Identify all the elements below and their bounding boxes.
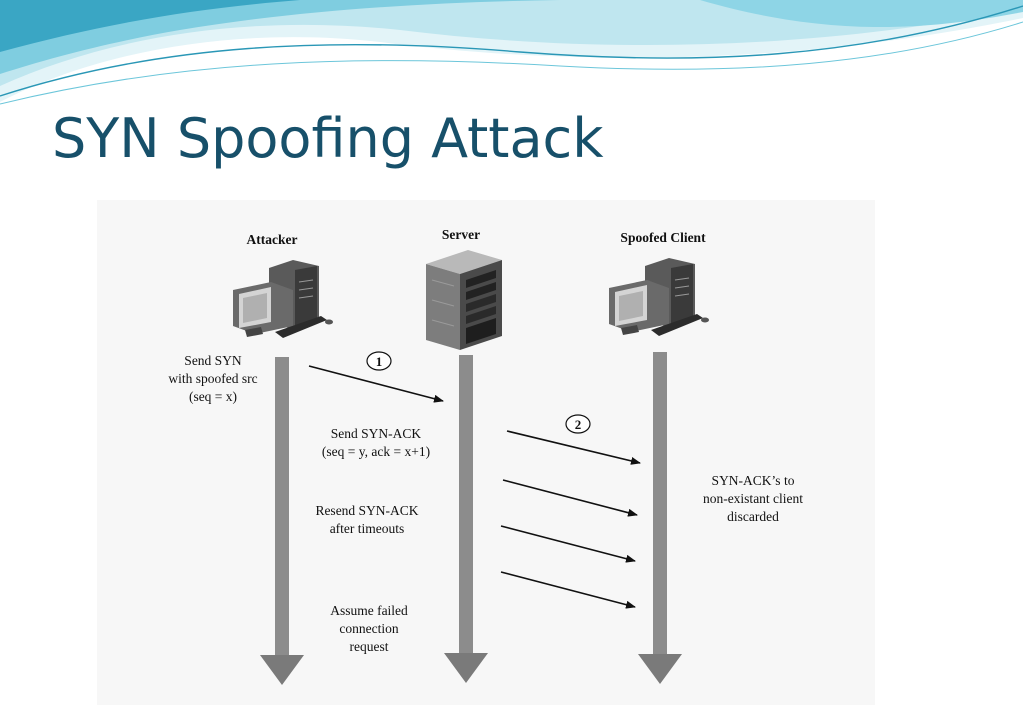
annotation-send-syn: Send SYN with spoofed src (seq = x) xyxy=(168,353,258,404)
server-label: Server xyxy=(441,227,481,242)
svg-text:1: 1 xyxy=(376,354,383,369)
step-marker-1: 1 xyxy=(366,351,392,371)
server-tower-icon xyxy=(426,250,502,350)
lifeline-attacker xyxy=(260,357,304,685)
annotation-send-synack: Send SYN-ACK (seq = y, ack = x+1) xyxy=(321,426,431,459)
svg-text:2: 2 xyxy=(575,417,582,432)
diagram-figure: 1 2 Attacker Server Spoofed Client Send … xyxy=(97,200,875,705)
message-arrow-resend-2 xyxy=(500,525,636,563)
header-swoosh xyxy=(0,0,1023,105)
step-marker-2: 2 xyxy=(565,414,591,434)
attacker-computer-icon xyxy=(233,260,333,338)
sequence-diagram: 1 2 xyxy=(233,250,709,685)
annotation-resend-synack: Resend SYN-ACK after timeouts xyxy=(315,503,419,536)
message-arrow-syn xyxy=(308,365,444,403)
annotation-discarded: SYN-ACK’s to non-existant client discard… xyxy=(702,473,804,524)
attacker-label: Attacker xyxy=(246,232,298,247)
annotation-assume-failed: Assume failed connection request xyxy=(330,603,408,654)
spoofed-client-label: Spoofed Client xyxy=(620,230,706,245)
message-arrow-resend-1 xyxy=(502,479,638,517)
lifeline-server xyxy=(444,355,488,683)
message-arrow-resend-3 xyxy=(500,571,636,609)
client-computer-icon xyxy=(609,258,709,336)
message-arrow-synack xyxy=(506,430,641,465)
lifeline-client xyxy=(638,352,682,684)
slide-title: SYN Spoofing Attack xyxy=(52,107,604,170)
